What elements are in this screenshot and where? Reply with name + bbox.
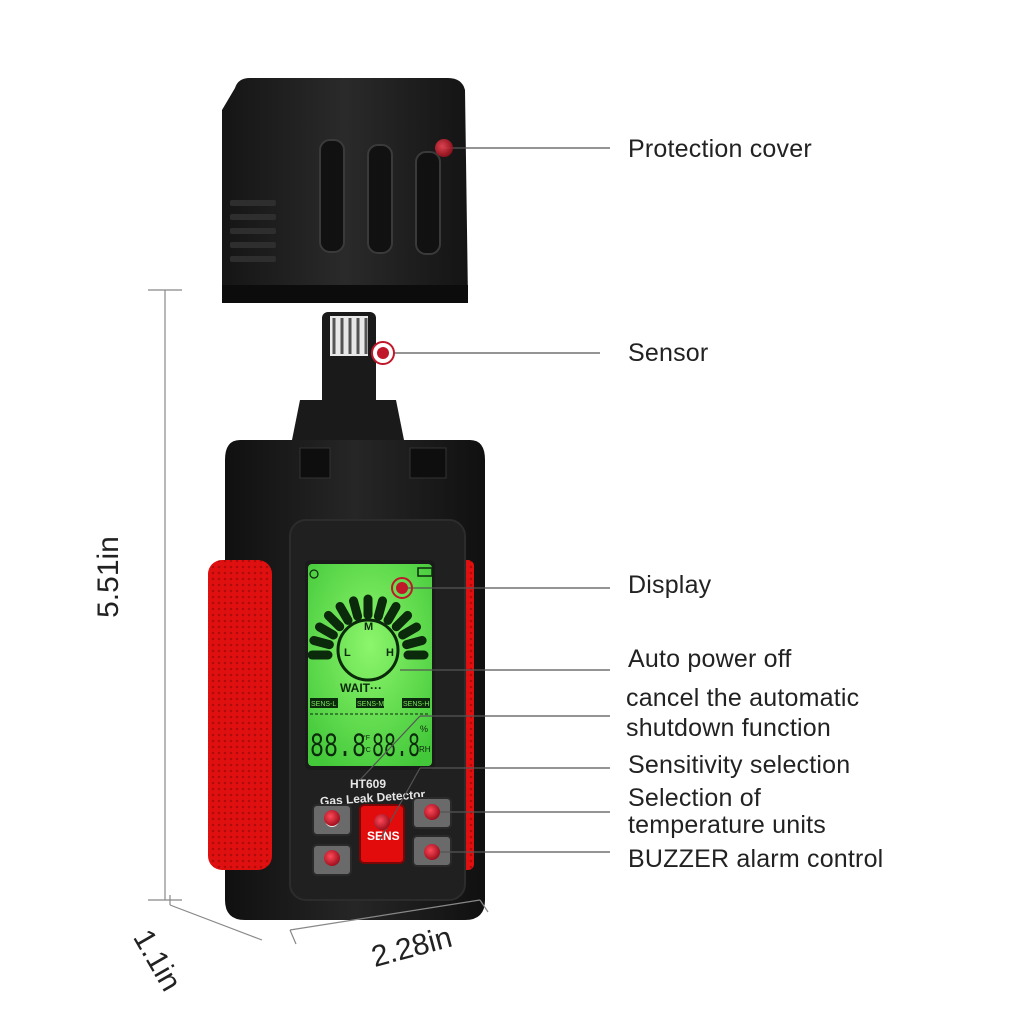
gauge-segment — [335, 602, 353, 625]
label-cancel-line2: shutdown function — [626, 714, 831, 742]
left-grip — [208, 560, 272, 870]
battery-icon — [417, 567, 433, 577]
label-sensitivity: Sensitivity selection — [628, 751, 851, 779]
gauge-segment — [349, 596, 363, 621]
unit-f: °F — [363, 734, 370, 742]
gauge-segment — [323, 610, 345, 632]
model-name: HT609 — [350, 777, 386, 791]
lcd-display: L M H WAIT··· SENS-L SENS-M SENS-H 88.8 … — [305, 560, 435, 770]
label-display: Display — [628, 571, 712, 599]
timer-icon — [309, 569, 319, 579]
humidity-readout: 88.8 — [372, 729, 420, 767]
sens-h-label: SENS-H — [403, 701, 429, 708]
gauge-segment — [402, 636, 427, 650]
temperature-readout: 88.8 — [310, 729, 366, 767]
unit-rh: RH — [419, 745, 431, 754]
label-protection-cover: Protection cover — [628, 135, 812, 163]
label-auto-power-off: Auto power off — [628, 645, 792, 673]
gauge-letter-l: L — [344, 647, 351, 659]
sens-button-label: SENS — [367, 829, 400, 843]
sens-button[interactable]: SENS — [359, 804, 405, 864]
protection-cover — [222, 78, 468, 303]
label-temp-units-line1: Selection of — [628, 784, 762, 812]
label-buzzer: BUZZER alarm control — [628, 845, 884, 873]
label-temp-units-line2: temperature units — [628, 811, 826, 839]
unit-percent: % — [420, 724, 428, 734]
callout-markers — [324, 139, 453, 866]
gauge-segment — [309, 636, 334, 650]
status-text: WAIT··· — [340, 681, 382, 695]
dimension-height: 5.51in — [91, 536, 125, 618]
sensor — [292, 312, 404, 440]
gauge-segment — [391, 610, 413, 632]
gauge-letter-h: H — [386, 647, 394, 659]
label-sensor: Sensor — [628, 339, 709, 367]
sens-m-label: SENS-M — [357, 701, 384, 708]
gauge-segment — [315, 622, 338, 640]
label-cancel-line1: cancel the automatic — [626, 684, 860, 712]
gauge-segment — [398, 622, 421, 640]
gauge-segment — [373, 596, 387, 621]
gauge-segment — [383, 602, 401, 625]
sens-l-label: SENS-L — [311, 701, 336, 708]
dimension-lines — [148, 289, 489, 945]
detector-body: L M H WAIT··· SENS-L SENS-M SENS-H 88.8 … — [208, 440, 485, 920]
gauge-letter-m: M — [364, 621, 373, 633]
unit-c: °C — [363, 746, 371, 754]
